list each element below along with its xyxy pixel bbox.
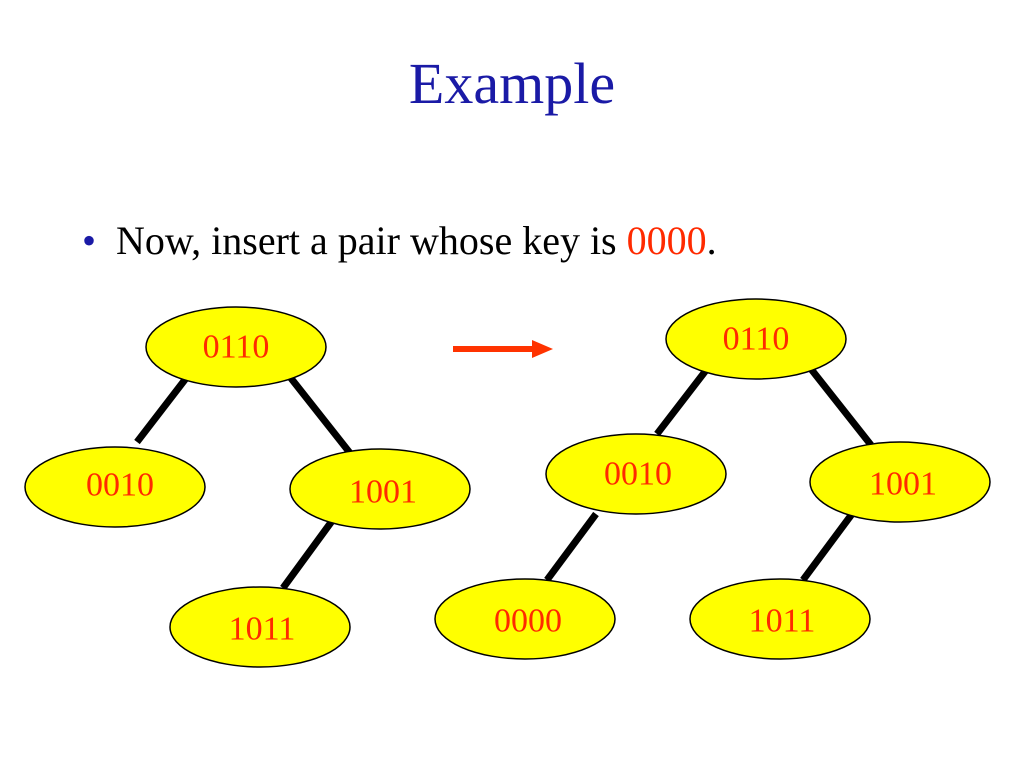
node-label: 0000: [494, 603, 562, 640]
node-label: 1001: [869, 466, 937, 503]
node-label: 1011: [229, 611, 296, 648]
node-label: 1011: [749, 603, 816, 640]
node-ellipse: [289, 448, 471, 530]
edge-a-right-a-right-left: [800, 511, 855, 583]
tree-node: 0000: [434, 578, 616, 660]
tree-node: 0110: [665, 298, 847, 380]
node-label: 0010: [604, 456, 672, 493]
node-ellipse: [809, 441, 991, 523]
node-ellipse: [689, 578, 871, 660]
node-ellipse: [24, 446, 206, 528]
node-ellipse: [169, 586, 351, 668]
tree-node: 0110: [145, 306, 327, 388]
node-label: 0010: [86, 467, 154, 504]
tree-node: 0010: [545, 433, 727, 515]
node-label: 0110: [203, 329, 270, 366]
node-ellipse: [545, 433, 727, 515]
bullet-suffix: .: [706, 218, 717, 263]
tree-node: 0010: [24, 446, 206, 528]
bullet-point: • Now, insert a pair whose key is 0000.: [82, 213, 717, 269]
edge-b-root-b-right: [287, 374, 353, 456]
edge-a-root-a-left: [654, 366, 710, 437]
edge-a-left-a-left-left: [544, 511, 599, 583]
bullet-icon: •: [82, 218, 97, 263]
arrow-head: [532, 340, 553, 358]
after-tree-nodes: 0110 0010 1001 0000 1011: [434, 298, 991, 660]
tree-node: 1001: [809, 441, 991, 523]
before-tree-edges: [134, 374, 353, 591]
node-ellipse: [145, 306, 327, 388]
bullet-text: Now, insert a pair whose key is: [116, 218, 627, 263]
before-tree-nodes: 0110 0010 1001 1011: [24, 306, 471, 668]
edge-b-right-b-right-left: [280, 518, 335, 591]
tree-node: 1011: [689, 578, 871, 660]
tree-node: 1001: [289, 448, 471, 530]
node-label: 1001: [349, 474, 417, 511]
after-tree-edges: [544, 366, 874, 583]
node-ellipse: [665, 298, 847, 380]
edge-b-root-b-left: [134, 374, 190, 445]
bullet-key-highlight: 0000: [626, 218, 707, 263]
tree-node: 1011: [169, 586, 351, 668]
edge-a-root-a-right: [808, 366, 874, 448]
node-ellipse: [434, 578, 616, 660]
slide-title: Example: [408, 51, 616, 116]
transition-arrow-icon: [453, 340, 553, 358]
node-label: 0110: [723, 321, 790, 358]
